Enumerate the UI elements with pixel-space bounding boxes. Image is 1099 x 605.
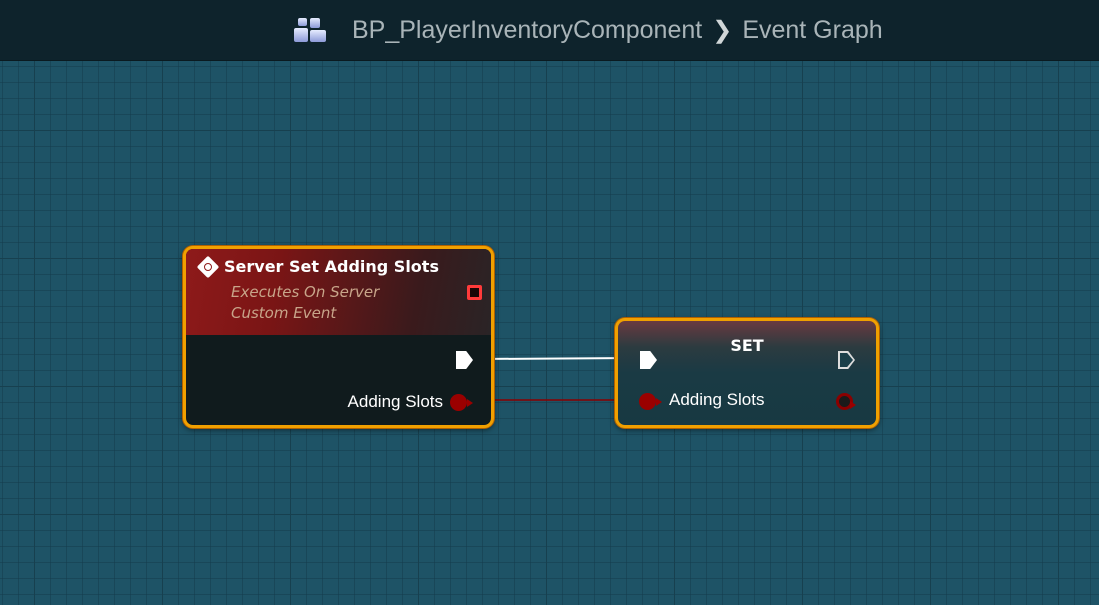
- blueprint-icon: [294, 16, 330, 44]
- exec-in-pin[interactable]: [640, 351, 657, 369]
- breadcrumb-bar: BP_PlayerInventoryComponent ❯ Event Grap…: [0, 0, 1099, 61]
- pin-label: Adding Slots: [669, 390, 765, 409]
- exec-wire: [477, 357, 641, 360]
- custom-event-node[interactable]: Server Set Adding Slots Executes On Serv…: [183, 246, 494, 428]
- node-subtitle-1: Executes On Server: [231, 283, 380, 301]
- breadcrumb-blueprint[interactable]: BP_PlayerInventoryComponent: [352, 15, 703, 44]
- chevron-right-icon: ❯: [712, 16, 733, 44]
- pin-label: Adding Slots: [347, 392, 443, 411]
- set-variable-node[interactable]: SET Adding Slots: [615, 318, 879, 428]
- event-icon: [196, 255, 220, 278]
- node-subtitle-2: Custom Event: [231, 304, 337, 322]
- delegate-pin[interactable]: [467, 285, 482, 300]
- adding-slots-out-pin[interactable]: [450, 394, 473, 411]
- node-title: SET: [730, 336, 764, 355]
- exec-out-pin[interactable]: [456, 351, 473, 369]
- exec-out-pin[interactable]: [838, 351, 855, 369]
- node-title: Server Set Adding Slots: [224, 257, 439, 276]
- adding-slots-in-pin[interactable]: [639, 393, 662, 410]
- adding-slots-out-pin[interactable]: [836, 393, 856, 410]
- breadcrumb-graph[interactable]: Event Graph: [742, 15, 883, 44]
